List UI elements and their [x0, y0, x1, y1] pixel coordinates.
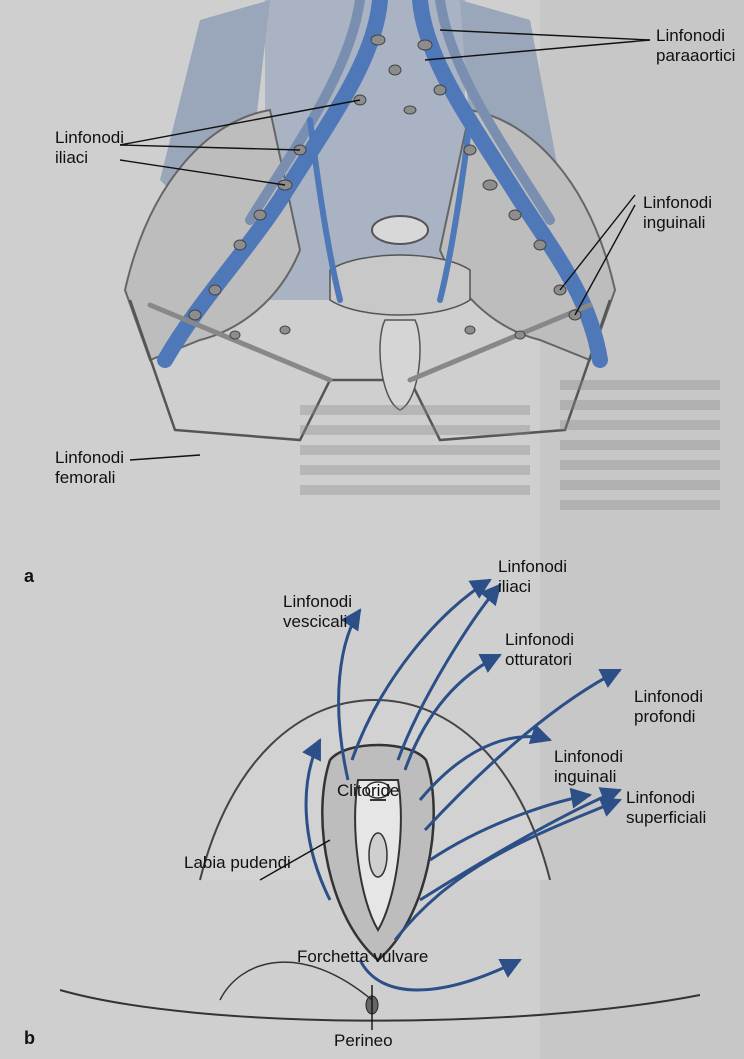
label-inguinal-nodes-a: Linfonodi inguinali	[643, 193, 712, 233]
label-paraaortic-nodes: Linfonodi paraaortici	[656, 26, 735, 66]
panel-letter-a: a	[24, 566, 34, 587]
label-vesical-nodes: Linfonodi vescicali	[283, 592, 352, 632]
label-fourchette: Forchetta vulvare	[297, 947, 428, 967]
label-inguinal-nodes-b: Linfonodi inguinali	[554, 747, 623, 787]
label-femoral-nodes: Linfonodi femorali	[55, 448, 124, 488]
label-obturator-nodes: Linfonodi otturatori	[505, 630, 574, 670]
label-labia: Labia pudendi	[184, 853, 291, 873]
label-clitoris: Clitoride	[337, 781, 399, 801]
label-deep-nodes: Linfonodi profondi	[634, 687, 703, 727]
panel-letter-b: b	[24, 1028, 35, 1049]
label-iliac-nodes-a: Linfonodi iliaci	[55, 128, 124, 168]
label-superficial-nodes: Linfonodi superficiali	[626, 788, 706, 828]
label-iliac-nodes-b: Linfonodi iliaci	[498, 557, 567, 597]
label-perineum: Perineo	[334, 1031, 393, 1051]
